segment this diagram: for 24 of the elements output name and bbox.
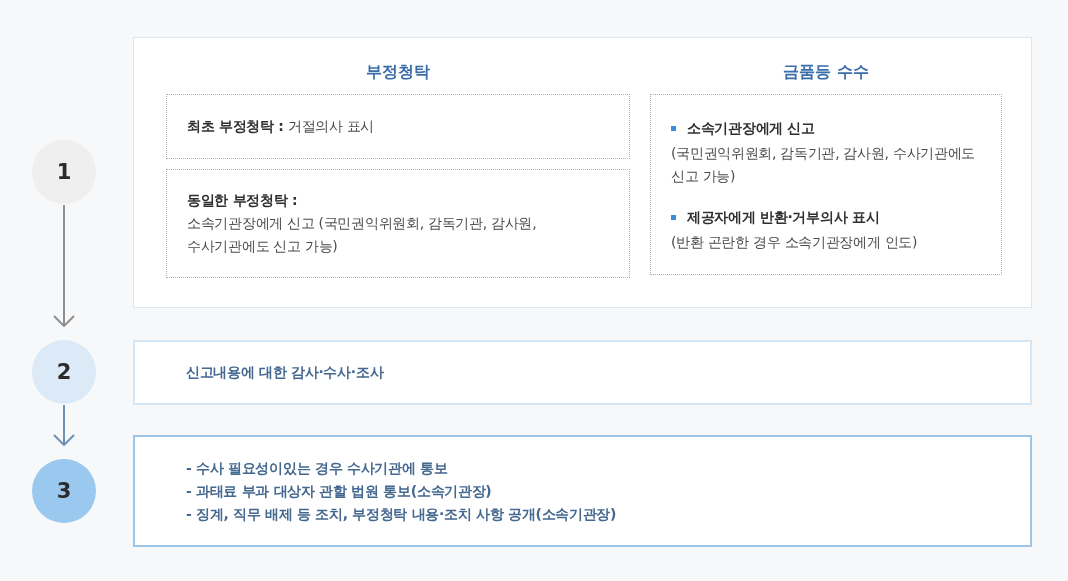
item-heading: 제공자에게 반환·거부의사 표시 — [687, 208, 880, 227]
item-text: (국민권익위원회, 감독기관, 감사원, 수사기관에도 신고 가능) — [671, 144, 977, 186]
step-text: - 수사 필요성이있는 경우 수사기관에 통보 — [186, 458, 449, 478]
column-heading: 부정청탁 — [366, 61, 430, 83]
note-box — [650, 94, 1002, 275]
note-box — [166, 94, 630, 159]
step-text: - 징계, 직무 배제 등 조치, 부정청탁 내용·조치 사항 공개(소속기관장) — [186, 504, 618, 524]
step-text: - 과태료 부과 대상자 관할 법원 통보(소속기관장) — [186, 481, 493, 501]
note-box — [166, 169, 630, 278]
panel — [133, 37, 1032, 308]
box-text: 소속기관장에게 신고 (국민권익위원회, 감독기관, 감사원, 수사기관에도 신고 가능) — [187, 214, 538, 256]
step-circle: 3 — [32, 459, 96, 523]
item-heading: 소속기관장에게 신고 — [687, 119, 815, 138]
item-text: (반환 곤란한 경우 소속기관장에게 인도) — [671, 233, 919, 252]
step-circle: 2 — [32, 340, 96, 404]
box-heading: 동일한 부정청탁 : — [187, 191, 299, 210]
box-text: 최초 부정청탁 : 거절의사 표시 — [187, 117, 376, 136]
arrow — [53, 204, 75, 327]
arrow — [53, 404, 75, 446]
step-box — [133, 435, 1032, 547]
step-circle: 1 — [32, 140, 96, 204]
step-text: 신고내용에 대한 감사·수사·조사 — [186, 363, 385, 382]
step-box — [133, 340, 1032, 405]
column-heading: 금품등 수수 — [783, 61, 869, 83]
